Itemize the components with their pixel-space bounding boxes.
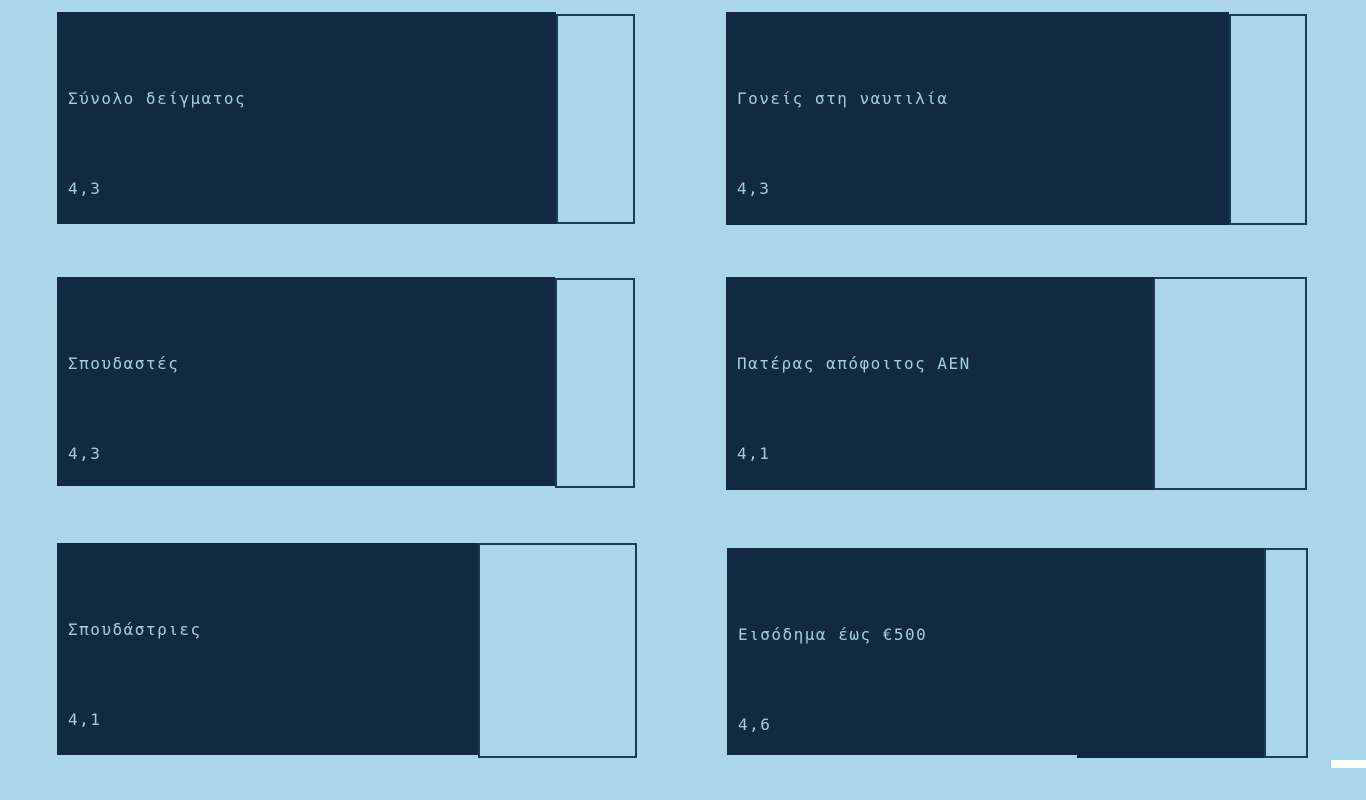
tile-value: 4,3 [68, 179, 102, 198]
tile-text: Εισόδημα έως €500 4,6 [738, 560, 927, 800]
bar-remainder [1229, 14, 1307, 225]
screen-corner-sliver [1331, 760, 1366, 768]
tile-label: Σπουδάστριες [68, 620, 202, 639]
bar-fill [57, 277, 556, 486]
tile-value: 4,3 [68, 444, 102, 463]
tile-text: Σύνολο δείγματος 4,3 [68, 24, 246, 264]
bar-remainder [555, 14, 635, 224]
gauge-tile: Σύνολο δείγματος 4,3 [57, 12, 635, 224]
tile-text: Σπουδάστριες 4,1 [68, 555, 202, 795]
tile-label: Πατέρας απόφοιτος ΑΕΝ [737, 354, 971, 373]
bar-fill [727, 548, 1264, 755]
bar-fill [57, 543, 479, 755]
tile-value: 4,3 [737, 179, 771, 198]
bar-remainder [555, 278, 635, 488]
gauge-tile: Γονείς στη ναυτιλία 4,3 [726, 12, 1307, 225]
bar-fill [57, 12, 556, 224]
bar-remainder [1153, 277, 1307, 490]
gauge-tile: Πατέρας απόφοιτος ΑΕΝ 4,1 [726, 277, 1307, 490]
tile-text: Γονείς στη ναυτιλία 4,3 [737, 24, 949, 264]
gauge-tile: Σπουδάστριες 4,1 [57, 543, 637, 758]
gauge-tile: Εισόδημα έως €500 4,6 [727, 548, 1308, 758]
tile-text: Πατέρας απόφοιτος ΑΕΝ 4,1 [737, 289, 971, 529]
bottom-edge-artifact [1077, 755, 1264, 758]
gauge-tile: Σπουδαστές 4,3 [57, 277, 635, 488]
tile-label: Γονείς στη ναυτιλία [737, 89, 949, 108]
tile-value: 4,1 [737, 444, 771, 463]
tile-value: 4,6 [738, 715, 772, 734]
bar-fill [726, 277, 1154, 490]
tile-label: Εισόδημα έως €500 [738, 625, 928, 644]
bar-fill [726, 12, 1230, 225]
tile-label: Σπουδαστές [68, 354, 180, 373]
bar-remainder [478, 543, 637, 758]
tile-text: Σπουδαστές 4,3 [68, 289, 179, 529]
tile-value: 4,1 [68, 710, 102, 729]
tile-label: Σύνολο δείγματος [68, 89, 247, 108]
bar-remainder [1263, 548, 1308, 758]
